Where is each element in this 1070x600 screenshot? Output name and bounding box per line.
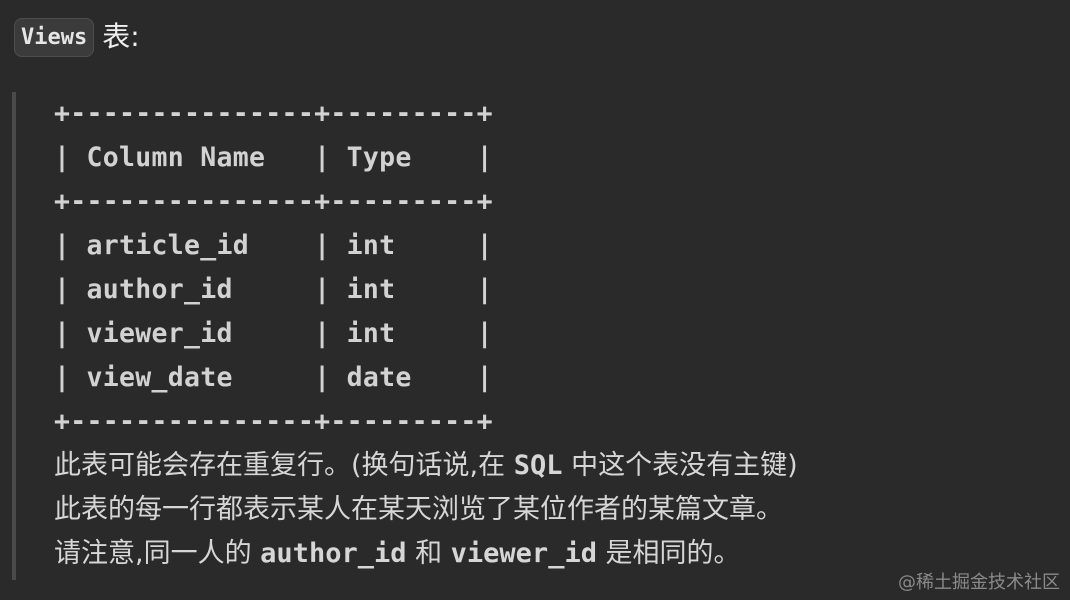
inline-code-author-id: author_id xyxy=(260,538,407,569)
table-border-top: +---------------+---------+ xyxy=(54,98,493,129)
table-notes: 此表可能会存在重复行。(换句话说,在 SQL 中这个表没有主键) 此表的每一行都… xyxy=(54,444,798,576)
table-row: | article_id | int | xyxy=(54,230,493,261)
section-heading: Views 表: xyxy=(14,16,140,58)
watermark: @稀土掘金技术社区 xyxy=(898,572,1060,593)
blockquote-bar xyxy=(12,92,16,580)
heading-suffix: 表: xyxy=(102,20,140,53)
table-border-bottom: +---------------+---------+ xyxy=(54,406,493,437)
schema-table: +---------------+---------+ | Column Nam… xyxy=(54,92,493,444)
table-row: | viewer_id | int | xyxy=(54,318,493,349)
table-row: | view_date | date | xyxy=(54,362,493,393)
inline-code-viewer-id: viewer_id xyxy=(450,538,597,569)
note-duplicate-rows: 此表可能会存在重复行。(换句话说,在 SQL 中这个表没有主键) xyxy=(54,450,798,481)
note-row-meaning: 此表的每一行都表示某人在某天浏览了某位作者的某篇文章。 xyxy=(54,494,783,525)
table-header-row: | Column Name | Type | xyxy=(54,142,493,173)
table-border-mid: +---------------+---------+ xyxy=(54,186,493,217)
inline-code-table-name: Views xyxy=(14,17,95,57)
note-same-person: 请注意,同一人的 author_id 和 viewer_id 是相同的。 xyxy=(54,538,741,569)
table-row: | author_id | int | xyxy=(54,274,493,305)
inline-code-sql: SQL xyxy=(513,450,563,481)
